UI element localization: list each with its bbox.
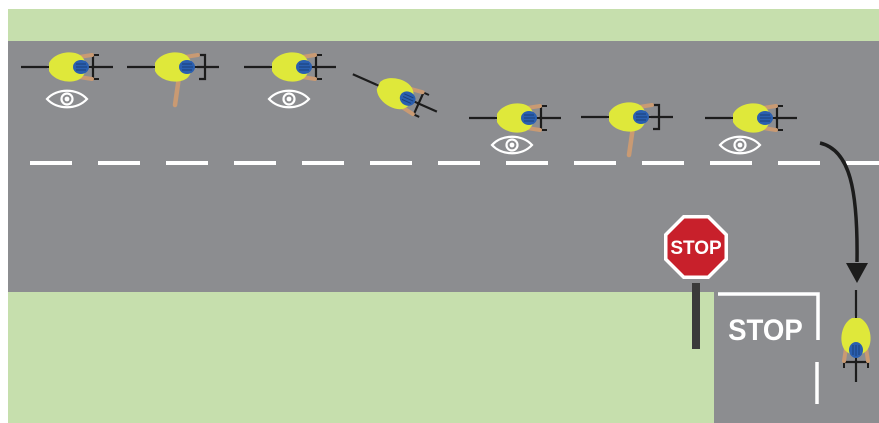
- center-line-dash: [438, 161, 480, 165]
- center-line-dash: [574, 161, 616, 165]
- center-line-dash: [302, 161, 344, 165]
- stop-road-marking: STOP: [728, 314, 803, 347]
- center-line-dash: [710, 161, 752, 165]
- center-line-dash: [506, 161, 548, 165]
- center-line-dash: [234, 161, 276, 165]
- center-line-dash: [642, 161, 684, 165]
- main-road: [8, 41, 879, 292]
- center-line-dash: [166, 161, 208, 165]
- stop-sign-post: [692, 283, 700, 349]
- center-line-dash: [98, 161, 140, 165]
- center-line-dash: [30, 161, 72, 165]
- center-line-dash: [778, 161, 820, 165]
- center-line-dash: [846, 161, 879, 165]
- center-line-dash: [370, 161, 412, 165]
- grass-top: [8, 9, 879, 41]
- stop-sign: STOP: [664, 215, 728, 279]
- stop-sign-label: STOP: [670, 238, 722, 259]
- grass-bottom: [8, 292, 714, 423]
